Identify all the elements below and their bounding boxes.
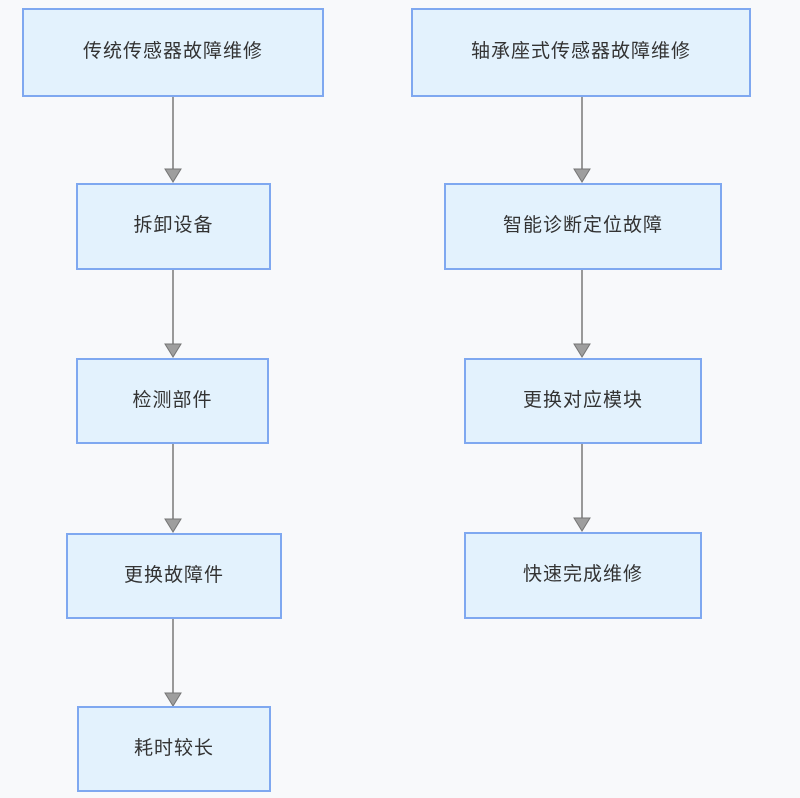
node-label: 智能诊断定位故障: [502, 215, 663, 237]
flow-node-time-consuming: 耗时较长: [77, 706, 271, 792]
arrow-traditional-4: [164, 619, 182, 707]
flow-node-smart-diagnosis: 智能诊断定位故障: [444, 183, 722, 270]
node-label: 检测部件: [132, 389, 213, 411]
node-label: 更换故障件: [123, 564, 224, 586]
arrow-traditional-3: [164, 444, 182, 533]
flow-node-bearing-title: 轴承座式传感器故障维修: [411, 8, 751, 97]
node-label: 更换对应模块: [522, 389, 643, 411]
flow-node-replace-module: 更换对应模块: [464, 358, 702, 444]
arrow-traditional-2: [164, 270, 182, 358]
node-label: 拆卸设备: [133, 215, 214, 237]
arrow-traditional-1: [164, 97, 182, 183]
node-label: 耗时较长: [133, 737, 214, 759]
node-label: 快速完成维修: [522, 564, 643, 586]
flow-node-inspect-components: 检测部件: [76, 358, 269, 444]
node-label: 传统传感器故障维修: [82, 41, 263, 63]
flow-node-fast-repair-done: 快速完成维修: [464, 532, 702, 619]
flow-node-traditional-title: 传统传感器故障维修: [22, 8, 324, 97]
arrow-bearing-3: [573, 444, 591, 532]
arrow-bearing-1: [573, 97, 591, 183]
flow-node-replace-faulty-part: 更换故障件: [66, 533, 282, 619]
node-label: 轴承座式传感器故障维修: [470, 41, 691, 63]
arrow-bearing-2: [573, 270, 591, 358]
flow-node-disassemble-equipment: 拆卸设备: [76, 183, 271, 270]
